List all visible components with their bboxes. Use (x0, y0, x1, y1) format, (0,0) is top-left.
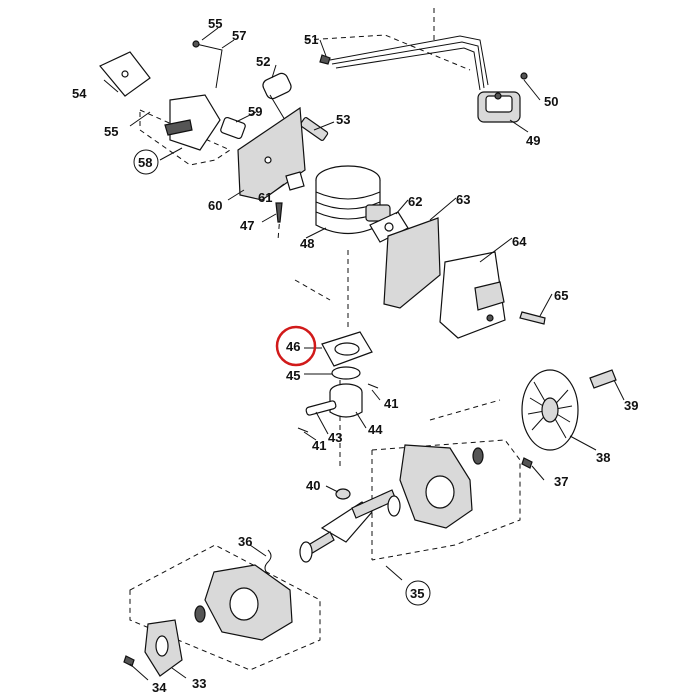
part-50-screw (520, 72, 528, 80)
label-60: 60 (208, 198, 222, 213)
part-47-screw (275, 202, 283, 223)
label-33: 33 (192, 676, 206, 691)
crankshaft (299, 489, 397, 559)
label-61: 61 (258, 190, 272, 205)
part-37-screw (521, 457, 533, 469)
label-44: 44 (368, 422, 383, 437)
label-45: 45 (286, 368, 300, 383)
part-64-muffler (439, 251, 506, 339)
part-34-screw (123, 655, 135, 667)
label-59: 59 (248, 104, 262, 119)
part-33-cover (144, 619, 183, 677)
label-63: 63 (456, 192, 470, 207)
crankcase-left (204, 564, 293, 641)
part-41-clip-left (297, 427, 309, 433)
part-54-plate (99, 51, 151, 97)
label-37: 37 (554, 474, 568, 489)
label-38: 38 (596, 450, 610, 465)
crankcase-right (399, 444, 473, 529)
label-50: 50 (544, 94, 558, 109)
label-62: 62 (408, 194, 422, 209)
part-52-plug-boot (262, 72, 292, 121)
label-64: 64 (512, 234, 527, 249)
label-58: 58 (138, 155, 152, 170)
part-62-gasket (369, 211, 409, 243)
label-39: 39 (624, 398, 638, 413)
part-53-spark-plug (299, 117, 329, 141)
label-51: 51 (304, 32, 318, 47)
label-46: 46 (286, 339, 300, 354)
part-45-ring (331, 366, 361, 380)
highlight-circle (275, 325, 317, 367)
bearing-left (299, 541, 313, 563)
part-43-piston-pin (305, 400, 337, 416)
label-52: 52 (256, 54, 270, 69)
part-39-nut (589, 369, 617, 389)
label-54: 54 (72, 86, 87, 101)
part-59-spacer (220, 116, 246, 140)
part-46-gasket (321, 331, 373, 367)
label-43: 43 (328, 430, 342, 445)
label-41-right: 41 (384, 396, 398, 411)
label-circle-58 (133, 149, 159, 175)
part-49-cover (477, 91, 521, 123)
part-51-screw (319, 54, 331, 65)
seal-left (194, 605, 206, 623)
part-58-carburetor (164, 94, 221, 151)
label-55-top: 55 (208, 16, 222, 31)
part-44-piston (329, 383, 363, 418)
part-labels: 55 57 51 52 54 50 59 53 55 49 58 61 62 6… (72, 16, 638, 695)
part-65-screw (519, 311, 546, 325)
label-49: 49 (526, 133, 540, 148)
part-48-cylinder (315, 165, 391, 234)
leader-lines (103, 27, 625, 681)
label-36: 36 (238, 534, 252, 549)
label-57: 57 (232, 28, 246, 43)
label-34: 34 (152, 680, 167, 695)
part-40-bearing (335, 488, 351, 500)
part-63-shield (383, 217, 441, 309)
bearing-right (387, 495, 401, 517)
label-53: 53 (336, 112, 350, 127)
label-circle-35 (405, 580, 431, 606)
part-57-rod (192, 40, 223, 89)
throttle-rod-assembly (329, 35, 489, 91)
part-38-flywheel (521, 369, 579, 451)
label-35: 35 (410, 586, 424, 601)
label-48: 48 (300, 236, 314, 251)
label-65: 65 (554, 288, 568, 303)
part-61-clip (285, 171, 305, 191)
part-41-clip-right (367, 383, 379, 389)
label-40: 40 (306, 478, 320, 493)
seal-right (472, 447, 484, 465)
label-55-left: 55 (104, 124, 118, 139)
label-47: 47 (240, 218, 254, 233)
label-41-left: 41 (312, 438, 326, 453)
